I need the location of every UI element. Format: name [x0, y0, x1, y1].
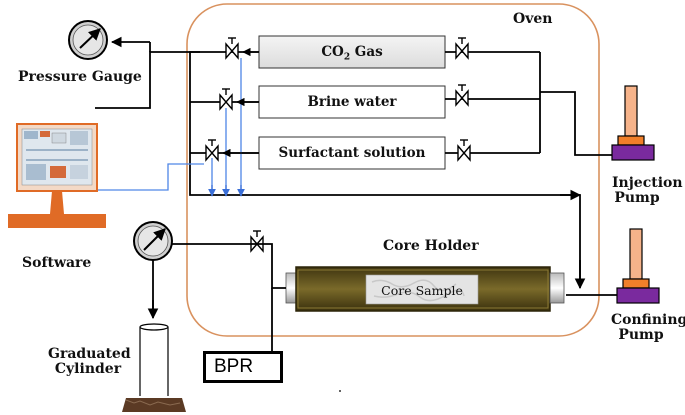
- pressure-gauge-label: Pressure Gauge: [18, 69, 142, 85]
- outlet-pressure-gauge-icon: [133, 221, 173, 261]
- valve-co2-outlet: [225, 42, 239, 60]
- graduated-cylinder-icon: [122, 323, 186, 412]
- valve-brine-inlet: [455, 89, 469, 107]
- valve-brine-outlet: [219, 93, 233, 111]
- software-label: Software: [22, 255, 92, 271]
- valves: [205, 37, 471, 253]
- injection-pump-icon: [611, 85, 655, 161]
- valve-co2-inlet: [455, 42, 469, 60]
- brine-water-box: [258, 85, 446, 119]
- core-holder-icon: [285, 266, 565, 312]
- bpr-label: BPR: [203, 351, 283, 383]
- core-holder-label: Core Holder: [383, 238, 479, 254]
- core-sample-label: Core Sample: [381, 283, 463, 298]
- pressure-gauge-icon: [68, 20, 108, 60]
- injection-manifold: [445, 51, 612, 156]
- oven-label: Oven: [513, 11, 553, 27]
- surfactant-solution-label: Surfactant solution: [278, 145, 426, 161]
- oven-enclosure: [186, 3, 600, 337]
- valve-surfactant-outlet: [205, 144, 219, 162]
- valve-surfactant-inlet: [457, 144, 471, 162]
- software-monitor-icon: [8, 123, 106, 228]
- co2-gas-label: CO2 Gas: [321, 44, 383, 63]
- brine-water-label: Brine water: [307, 94, 397, 110]
- co2-gas-box: [258, 35, 446, 69]
- confining-pump-icon: [616, 228, 660, 304]
